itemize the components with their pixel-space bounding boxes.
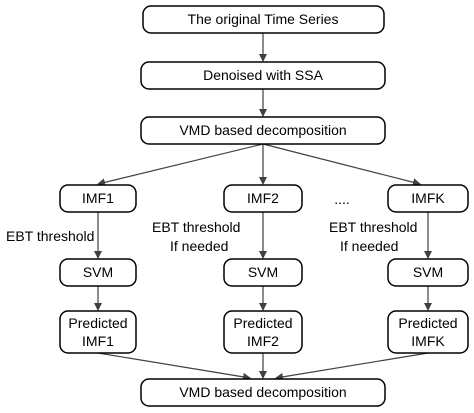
node-predicted-imf1-line2: IMF1 bbox=[82, 333, 114, 349]
node-predicted-imf2: Predicted IMF2 bbox=[223, 310, 303, 354]
node-vmd-decomposition-bottom: VMD based decomposition bbox=[140, 378, 386, 407]
node-predicted-imf1-line1: Predicted bbox=[68, 315, 127, 331]
node-vmd-decomposition-top: VMD based decomposition bbox=[140, 116, 386, 145]
node-original-series: The original Time Series bbox=[142, 5, 385, 34]
node-svmk: SVM bbox=[387, 258, 469, 287]
node-predicted-imfk-line2: IMFK bbox=[411, 333, 445, 349]
node-denoised-ssa: Denoised with SSA bbox=[140, 61, 386, 90]
node-imf2-label: IMF2 bbox=[247, 190, 279, 206]
node-denoised-ssa-label: Denoised with SSA bbox=[203, 67, 324, 83]
node-predicted-imf2-line1: Predicted bbox=[233, 315, 292, 331]
node-original-series-label: The original Time Series bbox=[188, 11, 339, 27]
node-imf2: IMF2 bbox=[223, 184, 303, 213]
node-svm2: SVM bbox=[223, 258, 303, 287]
node-predicted-imfk: Predicted IMFK bbox=[387, 310, 469, 354]
ebt-threshold-label-k: EBT threshold If needed bbox=[329, 219, 417, 254]
ellipsis-label: .... bbox=[334, 191, 350, 207]
ebt-threshold-label-1: EBT threshold bbox=[6, 228, 94, 244]
node-svm2-label: SVM bbox=[248, 264, 278, 280]
node-imfk-label: IMFK bbox=[411, 190, 445, 206]
edge-vmd-to-imfk bbox=[262, 143, 421, 187]
node-imfk: IMFK bbox=[387, 184, 469, 213]
edges bbox=[94, 33, 432, 381]
edge-pred1-to-vmd-bottom bbox=[97, 352, 251, 381]
node-imf1-label: IMF1 bbox=[82, 190, 114, 206]
ebt-threshold-label-2-line1: EBT threshold bbox=[152, 219, 240, 235]
ebt-threshold-label-k-line2: If needed bbox=[340, 238, 398, 254]
node-predicted-imf1: Predicted IMF1 bbox=[59, 310, 137, 354]
edge-vmd-to-imf1 bbox=[97, 143, 264, 187]
node-predicted-imf2-line2: IMF2 bbox=[247, 333, 279, 349]
ebt-threshold-label-2: EBT threshold If needed bbox=[152, 219, 240, 254]
node-vmd-decomposition-bottom-label: VMD based decomposition bbox=[179, 384, 346, 400]
node-svmk-label: SVM bbox=[413, 264, 443, 280]
node-svm1: SVM bbox=[59, 258, 137, 287]
ebt-threshold-label-k-line1: EBT threshold bbox=[329, 219, 417, 235]
node-svm1-label: SVM bbox=[83, 264, 113, 280]
node-predicted-imfk-line1: Predicted bbox=[398, 315, 457, 331]
ebt-threshold-label-2-line2: If needed bbox=[170, 238, 228, 254]
node-vmd-decomposition-top-label: VMD based decomposition bbox=[179, 122, 346, 138]
node-imf1: IMF1 bbox=[59, 184, 137, 213]
edge-predk-to-vmd-bottom bbox=[275, 352, 429, 381]
